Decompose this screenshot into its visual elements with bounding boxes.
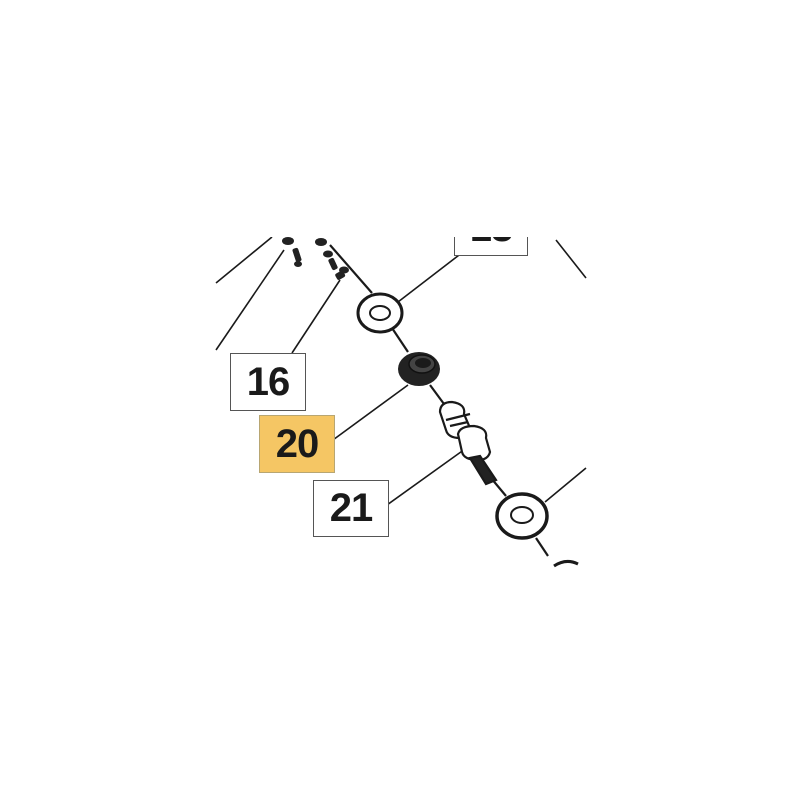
screw-body-3 [335, 270, 346, 280]
callout-part-20-text: 20 [275, 421, 319, 466]
screw-body-2 [328, 257, 338, 271]
leader-line-left [215, 249, 285, 351]
screw-head-2 [315, 238, 327, 246]
axis-segment-1 [329, 244, 373, 294]
callout-part-20: 20 [259, 415, 335, 473]
axis-segment-3 [429, 384, 445, 405]
axis-segment-2 [391, 327, 409, 353]
washer-lower-hole [510, 506, 534, 524]
leader-line-top [397, 251, 464, 303]
screw-nut-2 [323, 250, 333, 258]
partial-part-bottom [553, 559, 579, 568]
stem-ridge-2 [449, 420, 469, 428]
screw-head-1 [282, 237, 294, 245]
washer-upper [356, 292, 404, 334]
leader-line-upper-right [555, 239, 587, 279]
leader-line-upper-left [215, 236, 273, 284]
part-21-stem [438, 400, 498, 486]
axis-segment-5 [535, 537, 549, 557]
screw-body-1 [292, 247, 302, 263]
stem-collar [456, 424, 492, 462]
screw-tip-1 [294, 261, 302, 267]
washer-upper-hole [369, 305, 391, 321]
leader-line-16 [291, 279, 341, 354]
washer-lower [495, 492, 549, 540]
leader-line-lower-right [544, 467, 587, 503]
leader-line-20 [321, 384, 409, 449]
stem-shaft [468, 454, 498, 486]
part-20-seal [398, 352, 440, 386]
highlight-20 [259, 415, 335, 473]
callout-part-21-text: 21 [329, 486, 373, 530]
callout-part-21: 21 [313, 480, 389, 537]
leader-lines [215, 236, 587, 511]
seal-hole [415, 358, 431, 368]
callout-part-16: 16 [230, 353, 306, 411]
stem-ridge-1 [445, 412, 471, 422]
leader-line-21 [379, 448, 466, 511]
crop-mask-top [0, 0, 800, 237]
screws [282, 237, 349, 280]
callout-part-16-text: 16 [246, 359, 290, 404]
